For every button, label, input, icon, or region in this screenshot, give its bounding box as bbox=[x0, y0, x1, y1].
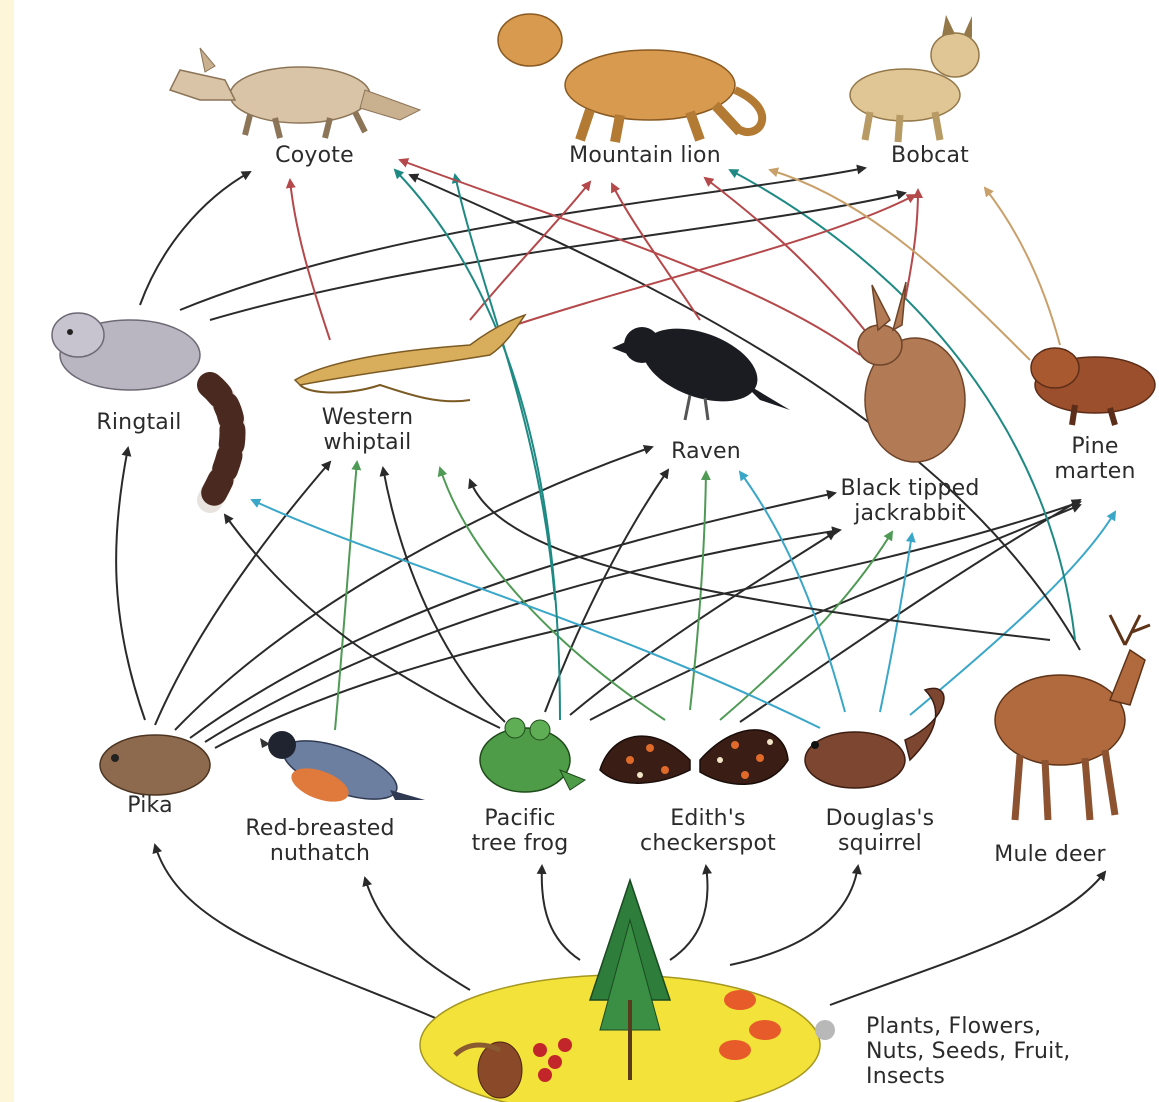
arrow-plants-to-checkerspot bbox=[670, 866, 708, 960]
arrow-plants-to-nuthatch bbox=[365, 878, 470, 990]
frog-illustration bbox=[480, 718, 585, 792]
arrow-pika-to-jackrabbit bbox=[190, 493, 835, 738]
label-bobcat: Bobcat bbox=[875, 143, 985, 168]
label-nuthatch: Red-breasted nuthatch bbox=[225, 816, 415, 866]
butterfly-illustration bbox=[600, 730, 788, 784]
arrow-plants-to-frog bbox=[542, 866, 580, 960]
plants-illustration bbox=[420, 880, 835, 1102]
arrow-marten-to-mountain-lion bbox=[770, 170, 1030, 360]
deer-illustration bbox=[995, 615, 1150, 820]
ringtail-illustration bbox=[52, 313, 233, 500]
pine-marten-illustration bbox=[1031, 348, 1155, 425]
pika-illustration bbox=[100, 735, 210, 795]
ringtail-tail bbox=[210, 385, 233, 500]
label-coyote: Coyote bbox=[262, 143, 367, 168]
arrow-plants-to-squirrel bbox=[730, 866, 858, 965]
jackrabbit-illustration bbox=[858, 282, 965, 462]
arrow-ringtail-to-coyote bbox=[140, 172, 250, 305]
label-ringtail: Ringtail bbox=[84, 410, 194, 435]
label-squirrel: Douglas's squirrel bbox=[800, 806, 960, 856]
arrow-jackrabbit-to-coyote bbox=[400, 160, 860, 355]
mountain-lion-illustration bbox=[498, 14, 762, 142]
arrow-frog-to-ringtail bbox=[225, 515, 500, 728]
label-pika: Pika bbox=[110, 793, 190, 818]
label-producers: Plants, Flowers, Nuts, Seeds, Fruit, Ins… bbox=[866, 1014, 1126, 1089]
arrow-whiptail-to-mountain-lion bbox=[470, 182, 590, 320]
arrow-pika-to-jackrabbit2 bbox=[205, 530, 840, 742]
arrow-ringtail-to-bobcat2 bbox=[210, 193, 905, 320]
raven-illustration bbox=[612, 314, 790, 420]
arrow-frog-to-raven bbox=[545, 470, 668, 712]
label-tree-frog: Pacific tree frog bbox=[455, 806, 585, 856]
coyote-illustration bbox=[170, 48, 420, 138]
arrow-plants-to-pika bbox=[155, 845, 440, 1020]
arrow-pika-to-raven bbox=[175, 447, 652, 730]
label-pine-marten: Pine marten bbox=[1040, 434, 1150, 484]
lizard-illustration bbox=[295, 315, 525, 401]
label-checkerspot: Edith's checkerspot bbox=[618, 806, 798, 856]
feeding-arrows bbox=[116, 160, 1115, 1020]
arrow-marten-to-bobcat bbox=[985, 188, 1060, 345]
arrow-whiptail-to-coyote bbox=[290, 180, 330, 340]
label-raven: Raven bbox=[656, 439, 756, 464]
arrow-plants-to-deer bbox=[830, 872, 1105, 1005]
nuthatch-illustration bbox=[260, 729, 425, 811]
label-mountain-lion: Mountain lion bbox=[545, 143, 745, 168]
arrow-ringtail-to-bobcat bbox=[180, 168, 865, 310]
label-jackrabbit: Black tipped jackrabbit bbox=[820, 476, 1000, 526]
label-western-whiptail: Western whiptail bbox=[300, 405, 435, 455]
arrow-pika-to-ringtail bbox=[116, 448, 145, 720]
label-mule-deer: Mule deer bbox=[985, 842, 1115, 867]
arrow-checkerspot-to-jackrabbit bbox=[720, 532, 892, 720]
arrow-pika-to-whiptail bbox=[155, 462, 330, 725]
bobcat-illustration bbox=[850, 15, 979, 142]
